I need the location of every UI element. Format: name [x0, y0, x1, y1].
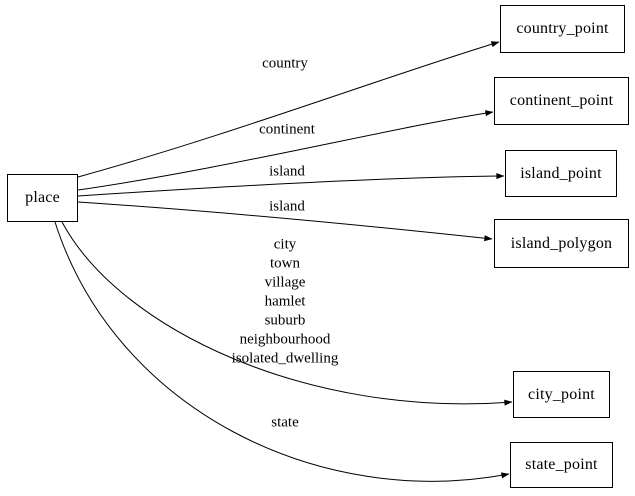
edge-label-place-to-country_point: country	[262, 55, 308, 72]
node-country_point: country_point	[500, 5, 625, 53]
edge-place-to-island_polygon	[77, 201, 493, 242]
edge-label-place-to-continent_point: continent	[259, 121, 315, 138]
edge-label-place-to-state_point: state	[271, 414, 299, 431]
edge-place-to-state_point	[54, 221, 510, 482]
edge-label-place-to-island_polygon: island	[269, 198, 305, 215]
node-city_point: city_point	[513, 371, 610, 418]
edge-place-to-city_point	[61, 221, 513, 406]
edge-label-place-to-city_point: city town village hamlet suburb neighbou…	[231, 236, 339, 367]
node-state_point: state_point	[510, 442, 613, 488]
edge-place-to-island_point	[77, 173, 505, 197]
edge-label-place-to-island_point: island	[269, 163, 305, 180]
edge-place-to-country_point	[77, 41, 500, 178]
node-continent_point: continent_point	[494, 77, 629, 125]
node-island_point: island_point	[505, 150, 617, 197]
node-place: place	[7, 174, 78, 222]
edge-place-to-continent_point	[77, 110, 494, 191]
node-island_polygon: island_polygon	[494, 219, 629, 268]
